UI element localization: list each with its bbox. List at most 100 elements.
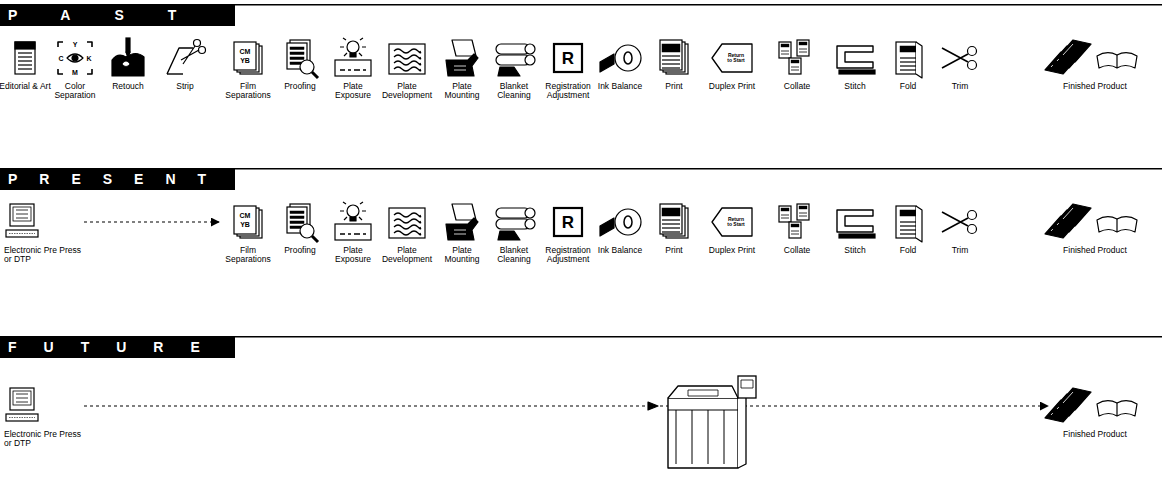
step-icon xyxy=(779,40,809,74)
icon-shape xyxy=(18,60,32,61)
step-icon xyxy=(335,38,371,76)
icon-shape xyxy=(340,69,366,71)
icon-shape xyxy=(600,54,614,72)
icon-shape xyxy=(896,206,916,238)
icon-shape xyxy=(662,231,680,232)
process-step: Registration Adjustment xyxy=(541,38,595,101)
icon-shape xyxy=(452,204,476,220)
process-step: Print xyxy=(647,202,701,255)
icon-shape xyxy=(525,208,535,218)
dashed-flow-arrow xyxy=(84,405,1048,406)
icon-shape xyxy=(688,390,718,396)
step-icon xyxy=(496,44,535,76)
icon-shape xyxy=(968,225,977,234)
icon-shape xyxy=(290,211,304,214)
icon-shape xyxy=(181,46,199,64)
icon-shape xyxy=(15,42,35,74)
step-icon xyxy=(287,40,318,78)
step-label: Trim xyxy=(933,82,987,91)
icon-shape xyxy=(347,205,359,217)
step-label: Electronic Pre Press or DTP xyxy=(4,430,82,449)
step-label: Electronic Pre Press or DTP xyxy=(4,246,82,265)
icon-shape xyxy=(660,204,682,234)
step-icon xyxy=(712,208,752,236)
icon-shape xyxy=(900,57,916,58)
icon-shape xyxy=(498,67,520,76)
icon-shape xyxy=(312,72,318,78)
icon-shape xyxy=(900,229,916,230)
icon-shape xyxy=(779,42,791,58)
step-label: Duplex Print xyxy=(705,246,759,255)
icon-shape xyxy=(900,233,916,234)
process-step: Proofing xyxy=(273,38,327,91)
step-label: Proofing xyxy=(273,82,327,91)
step-icon xyxy=(6,388,38,421)
icon-shape xyxy=(662,59,680,60)
icon-shape xyxy=(896,42,916,74)
icon-shape xyxy=(1057,388,1091,410)
icon-shape xyxy=(16,218,28,219)
icon-shape xyxy=(797,40,809,56)
step-label: Film Separations xyxy=(221,82,275,101)
icon-shape xyxy=(167,73,183,74)
icon-shape xyxy=(708,410,709,464)
icon-shape xyxy=(350,53,356,57)
process-step: Ink Balance xyxy=(593,38,647,91)
icon-shape xyxy=(916,206,922,242)
icon-shape xyxy=(394,67,421,71)
icon-shape xyxy=(199,47,206,54)
icon-shape xyxy=(1063,44,1073,55)
icon-shape xyxy=(900,225,916,226)
icon-shape xyxy=(668,386,738,398)
process-step: Ink Balance xyxy=(593,202,647,255)
step-label: Stitch xyxy=(828,246,882,255)
icon-shape xyxy=(18,52,32,53)
step-label: Collate xyxy=(770,82,824,91)
icon-shape xyxy=(724,410,725,464)
icon-shape xyxy=(9,233,35,234)
icon-shape xyxy=(1063,208,1073,219)
icon-shape xyxy=(10,388,34,410)
step-icon xyxy=(660,40,688,74)
process-step: Duplex Print xyxy=(705,202,759,255)
step-label: Editorial & Art xyxy=(0,82,52,91)
icon-shape xyxy=(126,52,130,58)
icon-shape xyxy=(712,208,752,236)
icon-shape xyxy=(615,209,641,235)
icon-shape xyxy=(662,67,680,68)
step-icon xyxy=(942,47,977,70)
icon-shape xyxy=(799,206,807,209)
step-icon xyxy=(1045,40,1137,74)
icon-shape xyxy=(394,219,421,223)
icon-shape xyxy=(290,221,304,224)
step-label: Ink Balance xyxy=(593,82,647,91)
icon-shape xyxy=(837,46,873,68)
process-step: Plate Development xyxy=(380,202,434,265)
process-step: Finished Product xyxy=(1050,386,1140,439)
icon-shape xyxy=(452,40,476,56)
icon-shape xyxy=(300,224,314,238)
process-step: Plate Exposure xyxy=(326,202,380,265)
icon-shape xyxy=(738,392,746,468)
icon-shape xyxy=(799,42,807,45)
band-header: FUTURE xyxy=(0,336,235,358)
step-icon xyxy=(660,204,688,238)
icon-shape xyxy=(335,224,371,240)
icon-shape xyxy=(1097,217,1137,232)
step-label: Plate Exposure xyxy=(326,246,380,265)
icon-shape xyxy=(394,55,421,59)
icon-shape xyxy=(1116,403,1117,416)
process-step: Electronic Pre Press or DTP xyxy=(4,202,82,265)
icon-shape xyxy=(454,230,466,234)
icon-shape xyxy=(662,63,680,64)
step-label: Finished Product xyxy=(1050,82,1140,91)
icon-shape xyxy=(525,55,535,65)
icon-shape xyxy=(781,208,789,211)
step-label: Plate Mounting xyxy=(435,246,489,265)
step-label: Plate Development xyxy=(380,82,434,101)
step-label: Collate xyxy=(770,246,824,255)
step-icon xyxy=(15,42,35,74)
icon-shape xyxy=(692,410,693,464)
icon-shape xyxy=(6,230,38,237)
